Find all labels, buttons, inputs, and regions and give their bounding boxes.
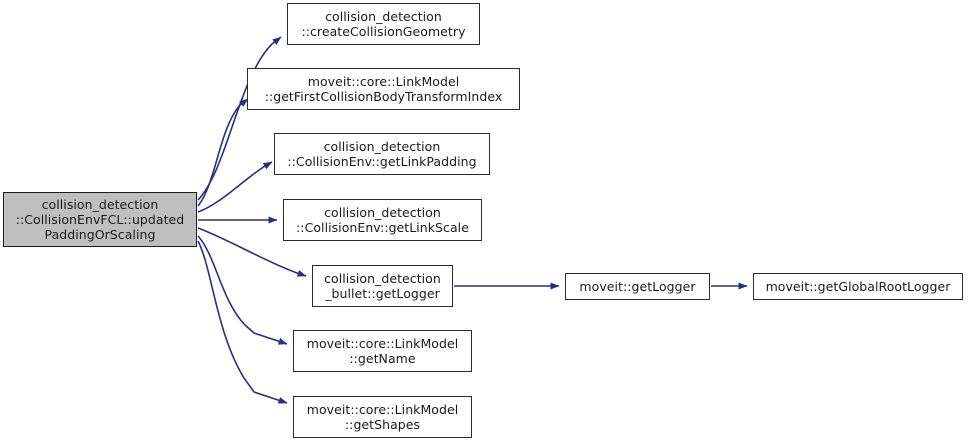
graph-node-label-link_padding: collision_detection ::CollisionEnv::getL… — [287, 139, 477, 169]
graph-node-label-bullet_logger: collision_detection _bullet::getLogger — [324, 271, 441, 301]
call-edge-root-to-create_geom — [197, 36, 282, 201]
graph-node-label-create_geom: collision_detection ::createCollisionGeo… — [301, 9, 466, 39]
graph-node-moveit_get_logger[interactable]: moveit::getLogger — [565, 273, 710, 300]
graph-node-label-moveit_global_root_logger: moveit::getGlobalRootLogger — [765, 279, 951, 294]
graph-node-get_shapes[interactable]: moveit::core::LinkModel ::getShapes — [293, 396, 472, 438]
graph-node-label-moveit_get_logger: moveit::getLogger — [579, 279, 696, 294]
graph-node-label-link_scale: collision_detection ::CollisionEnv::getL… — [296, 205, 469, 235]
graph-node-bullet_logger[interactable]: collision_detection _bullet::getLogger — [312, 265, 453, 307]
graph-node-root[interactable]: collision_detection ::CollisionEnvFCL::u… — [3, 192, 197, 247]
graph-node-label-root: collision_detection ::CollisionEnvFCL::u… — [15, 197, 185, 242]
call-edge-root-to-get_name — [197, 235, 288, 345]
call-edge-root-to-first_collision_body — [197, 98, 249, 207]
graph-node-label-get_name: moveit::core::LinkModel ::getName — [306, 336, 459, 366]
graph-node-get_name[interactable]: moveit::core::LinkModel ::getName — [293, 330, 472, 372]
graph-node-first_collision_body[interactable]: moveit::core::LinkModel ::getFirstCollis… — [247, 68, 520, 110]
graph-node-label-first_collision_body: moveit::core::LinkModel ::getFirstCollis… — [264, 74, 503, 104]
graph-node-moveit_global_root_logger[interactable]: moveit::getGlobalRootLogger — [753, 273, 963, 300]
graph-node-link_scale[interactable]: collision_detection ::CollisionEnv::getL… — [283, 199, 482, 241]
graph-node-label-get_shapes: moveit::core::LinkModel ::getShapes — [306, 402, 459, 432]
call-edge-root-to-get_shapes — [197, 240, 288, 404]
graph-node-link_padding[interactable]: collision_detection ::CollisionEnv::getL… — [274, 133, 490, 175]
graph-node-create_geom[interactable]: collision_detection ::createCollisionGeo… — [287, 3, 480, 45]
call-edge-root-to-link_padding — [197, 161, 273, 213]
